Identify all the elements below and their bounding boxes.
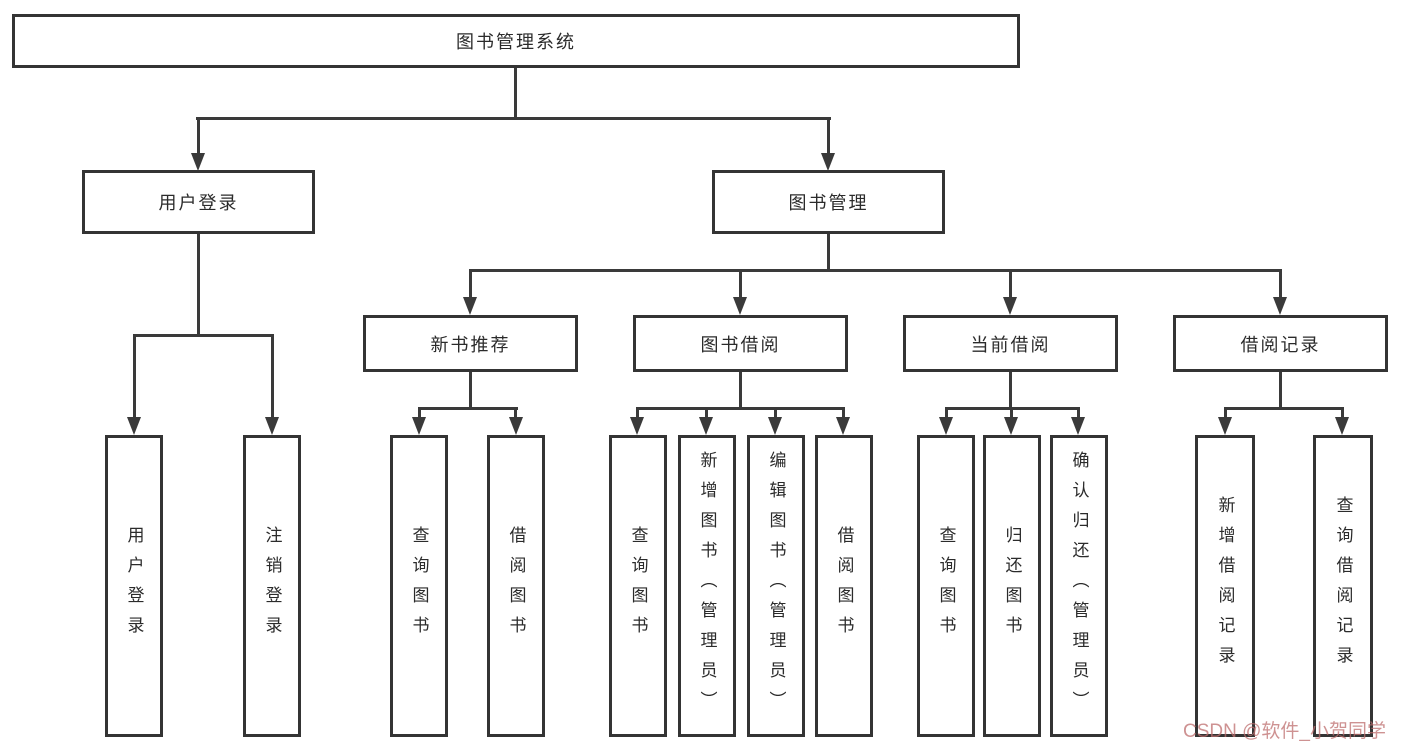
leaf-bb-borrow-book: 借阅图书 <box>815 435 873 737</box>
connector-line <box>636 407 844 410</box>
node-user-login-label: 用户登录 <box>158 193 239 213</box>
arrowhead-icon <box>463 297 477 315</box>
connector-line <box>469 269 472 299</box>
leaf-br-add-record-label: 新增借阅记录 <box>1215 496 1235 676</box>
connector-line <box>133 334 274 337</box>
arrowhead-icon <box>630 417 644 435</box>
arrowhead-icon <box>821 153 835 171</box>
leaf-bb-add-book-admin-label: 新增图书（管理员） <box>697 451 717 721</box>
leaf-logout-label: 注销登录 <box>262 526 282 646</box>
node-new-book-recommend: 新书推荐 <box>363 315 578 372</box>
connector-line <box>636 407 639 419</box>
leaf-cb-return-book-label: 归还图书 <box>1002 526 1022 646</box>
connector-line <box>1077 407 1080 419</box>
node-borrow-record-label: 借阅记录 <box>1240 334 1321 355</box>
arrowhead-icon <box>1004 417 1018 435</box>
connector-line <box>197 117 200 155</box>
arrowhead-icon <box>768 417 782 435</box>
arrowhead-icon <box>127 417 141 435</box>
leaf-br-query-record: 查询借阅记录 <box>1313 435 1373 737</box>
leaf-bb-edit-book-admin: 编辑图书（管理员） <box>747 435 805 737</box>
arrowhead-icon <box>1273 297 1287 315</box>
arrowhead-icon <box>1335 417 1349 435</box>
leaf-cb-confirm-return-admin: 确认归还（管理员） <box>1050 435 1108 737</box>
connector-line <box>1279 269 1282 299</box>
leaf-nbr-query-book: 查询图书 <box>390 435 448 737</box>
connector-line <box>196 117 831 120</box>
arrowhead-icon <box>733 297 747 315</box>
node-book-management-label: 图书管理 <box>788 193 869 213</box>
leaf-br-query-record-label: 查询借阅记录 <box>1333 496 1353 676</box>
leaf-nbr-borrow-book-label: 借阅图书 <box>506 526 526 646</box>
connector-line <box>514 68 517 120</box>
leaf-bb-borrow-book-label: 借阅图书 <box>834 526 854 646</box>
connector-line <box>1009 372 1012 410</box>
arrowhead-icon <box>699 417 713 435</box>
arrowhead-icon <box>509 417 523 435</box>
connector-line <box>271 334 274 419</box>
leaf-bb-edit-book-admin-label: 编辑图书（管理员） <box>766 451 786 721</box>
connector-line <box>774 407 777 419</box>
node-root: 图书管理系统 <box>12 14 1020 68</box>
arrowhead-icon <box>1003 297 1017 315</box>
connector-line <box>469 269 1282 272</box>
connector-line <box>945 407 948 419</box>
connector-line <box>1341 407 1344 419</box>
connector-line <box>739 372 742 410</box>
connector-line <box>418 407 421 419</box>
leaf-user-login-label: 用户登录 <box>124 526 144 646</box>
connector-line <box>1010 407 1013 419</box>
connector-line <box>739 269 742 299</box>
arrowhead-icon <box>412 417 426 435</box>
connector-line <box>133 334 136 419</box>
node-book-borrow-label: 图书借阅 <box>700 334 781 355</box>
node-current-borrow: 当前借阅 <box>903 315 1118 372</box>
node-current-borrow-label: 当前借阅 <box>970 334 1051 355</box>
arrowhead-icon <box>939 417 953 435</box>
leaf-cb-query-book: 查询图书 <box>917 435 975 737</box>
node-book-management: 图书管理 <box>712 170 945 234</box>
connector-line <box>842 407 845 419</box>
connector-line <box>705 407 708 419</box>
leaf-cb-query-book-label: 查询图书 <box>936 526 956 646</box>
node-borrow-record: 借阅记录 <box>1173 315 1388 372</box>
leaf-nbr-borrow-book: 借阅图书 <box>487 435 545 737</box>
connector-line <box>827 234 830 272</box>
node-root-label: 图书管理系统 <box>456 32 576 52</box>
leaf-nbr-query-book-label: 查询图书 <box>409 526 429 646</box>
arrowhead-icon <box>836 417 850 435</box>
connector-line <box>1279 372 1282 410</box>
leaf-bb-query-book: 查询图书 <box>609 435 667 737</box>
node-user-login: 用户登录 <box>82 170 315 234</box>
arrowhead-icon <box>191 153 205 171</box>
connector-line <box>197 234 200 336</box>
leaf-user-login: 用户登录 <box>105 435 163 737</box>
leaf-cb-confirm-return-admin-label: 确认归还（管理员） <box>1069 451 1089 721</box>
leaf-br-add-record: 新增借阅记录 <box>1195 435 1255 737</box>
arrowhead-icon <box>265 417 279 435</box>
connector-line <box>1009 269 1012 299</box>
connector-line <box>1224 407 1227 419</box>
node-new-book-recommend-label: 新书推荐 <box>430 334 511 355</box>
arrowhead-icon <box>1218 417 1232 435</box>
leaf-cb-return-book: 归还图书 <box>983 435 1041 737</box>
leaf-bb-query-book-label: 查询图书 <box>628 526 648 646</box>
leaf-bb-add-book-admin: 新增图书（管理员） <box>678 435 736 737</box>
connector-line <box>469 372 472 410</box>
arrowhead-icon <box>1071 417 1085 435</box>
connector-line <box>1224 407 1344 410</box>
connector-line <box>514 407 517 419</box>
connector-line <box>827 117 830 155</box>
watermark: CSDN @软件_小贺同学 <box>1183 721 1386 742</box>
node-book-borrow: 图书借阅 <box>633 315 848 372</box>
connector-line <box>418 407 518 410</box>
leaf-logout: 注销登录 <box>243 435 301 737</box>
